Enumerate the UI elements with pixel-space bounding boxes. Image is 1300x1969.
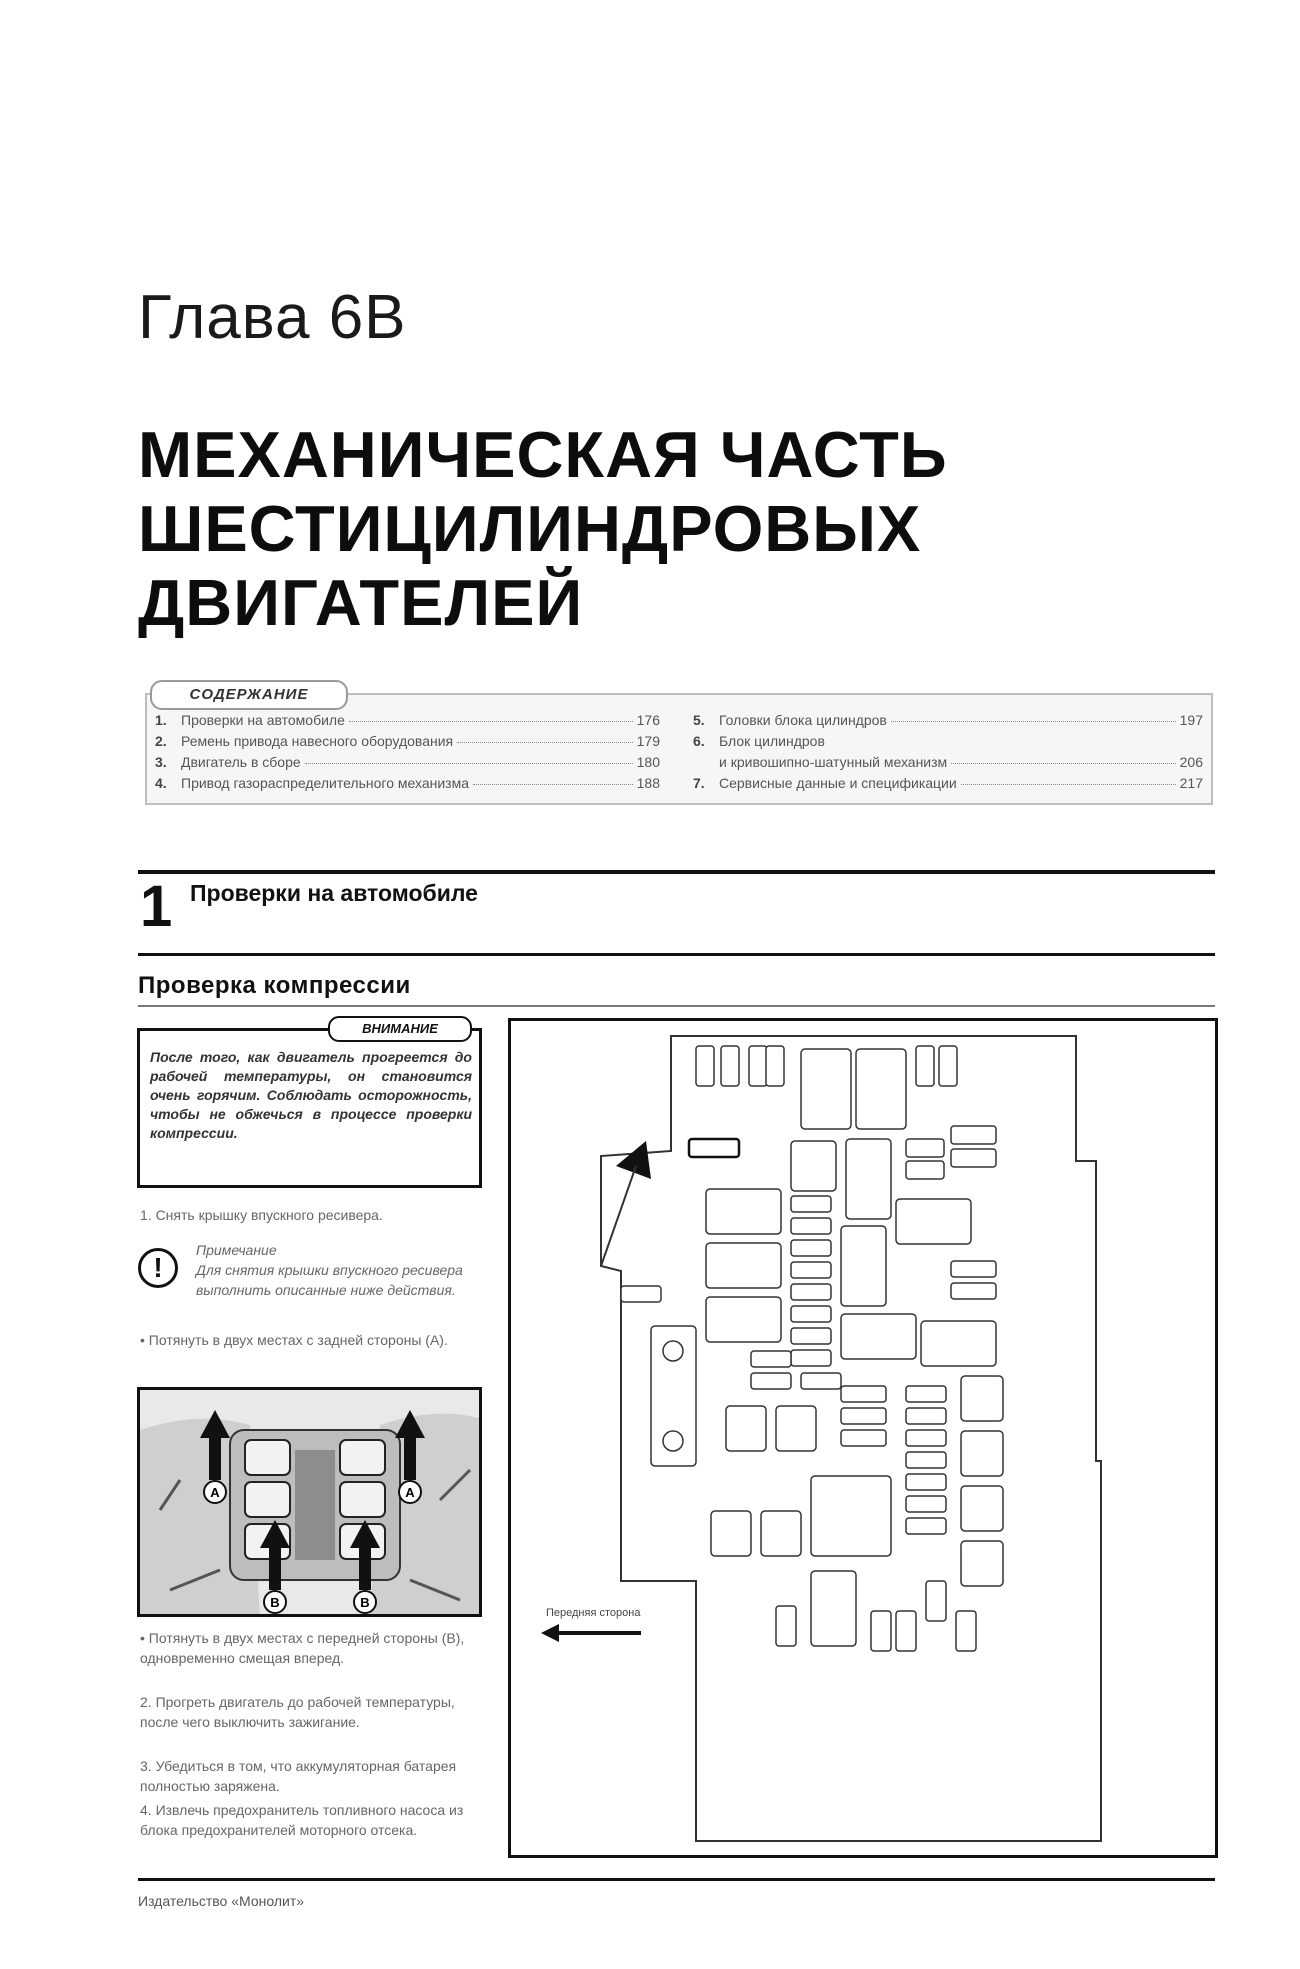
label-a: A [405,1485,415,1500]
toc-left-column: 1. Проверки на автомобиле 176 2. Ремень при… [155,712,660,796]
fuse-box-diagram: Передняя сторона [508,1018,1218,1858]
footer-rule [138,1878,1215,1881]
chapter-label: Глава 6В [138,283,407,352]
toc-item-text: Сервисные данные и спецификации [719,775,957,791]
subsection-title: Проверка компрессии [138,972,411,999]
section-number: 1 [140,874,173,939]
toc-item-page: 217 [1179,775,1203,791]
toc-leader [951,763,1176,764]
toc-leader [960,784,1176,785]
toc-item-page: 206 [1179,754,1203,770]
engine-photo: A A B B [137,1387,482,1617]
toc-item-number: 1. [155,712,167,728]
toc-item-number: 4. [155,775,167,791]
note: Примечание Для снятия крышки впускного р… [196,1240,486,1300]
chapter-title: МЕХАНИЧЕСКАЯ ЧАСТЬ ШЕСТИЦИЛИНДРОВЫХ ДВИГ… [138,418,948,640]
section-top-rule [138,870,1215,874]
title-line-1: МЕХАНИЧЕСКАЯ ЧАСТЬ [138,418,948,491]
toc-item-text: Привод газораспределительного механизма [181,775,470,791]
toc-item-text: Проверки на автомобиле [181,712,345,728]
toc-leader [304,763,633,764]
label-b: B [360,1595,369,1610]
toc-item-number: 3. [155,754,167,770]
toc-item[interactable]: 2. Ремень привода навесного оборудования 1… [155,733,660,754]
toc-item-text: и кривошипно-шатунный механизм [719,754,948,770]
toc-leader [890,721,1176,722]
toc-item[interactable]: 3. Двигатель в сборе 180 [155,754,660,775]
toc-leader [457,742,633,743]
warning-box [137,1028,482,1188]
step-3: 3. Убедиться в том, что аккумуляторная б… [140,1758,457,1794]
exclamation-icon: ! [138,1248,178,1288]
toc-item-text: Двигатель в сборе [181,754,301,770]
front-side-label: Передняя сторона [546,1607,641,1619]
toc-item-text: Головки блока цилиндров [719,712,887,728]
title-line-3: ДВИГАТЕЛЕЙ [138,566,584,639]
step-1: 1. Снять крышку впускного ресивера. [140,1207,383,1223]
toc-item-number: 6. [693,733,705,749]
section-bottom-rule [138,953,1215,956]
subsection-rule [138,1005,1215,1007]
table-of-contents [145,693,1213,805]
bullet-1: • Потянуть в двух местах с задней сторон… [140,1332,448,1348]
warning-tag: ВНИМАНИЕ [328,1016,472,1042]
toc-item-page: 180 [636,754,660,770]
note-label: Примечание [196,1242,277,1258]
fuse-box-drawing: Передняя сторона [541,1035,1102,1842]
toc-item-text: Ремень привода навесного оборудования [181,733,454,749]
label-a: A [210,1485,220,1500]
toc-item[interactable]: 1. Проверки на автомобиле 176 [155,712,660,733]
toc-item[interactable]: 4. Привод газораспределительного механизм… [155,775,660,796]
toc-item-text: Блок цилиндров [719,733,825,749]
bullet-2: • Потянуть в двух местах с передней стор… [140,1630,465,1666]
section-title: Проверки на автомобиле [190,880,478,906]
toc-item[interactable]: и кривошипно-шатунный механизм 206 [693,754,1203,775]
title-line-2: ШЕСТИЦИЛИНДРОВЫХ [138,492,922,565]
label-b: B [270,1595,279,1610]
toc-label: СОДЕРЖАНИЕ [150,680,348,710]
toc-right-column: 5. Головки блока цилиндров 197 6. Блок цили… [693,712,1203,796]
toc-item[interactable]: 5. Головки блока цилиндров 197 [693,712,1203,733]
toc-item-page: 188 [636,775,660,791]
note-text: Для снятия крышки впускного ресивера вып… [196,1262,463,1298]
toc-item-number: 7. [693,775,705,791]
toc-item-page: 197 [1179,712,1203,728]
step-4: 4. Извлечь предохранитель топливного нас… [140,1802,464,1838]
toc-item-number: 2. [155,733,167,749]
toc-item-page: 179 [636,733,660,749]
warning-text: После того, как двигатель прогреется до … [150,1049,472,1141]
toc-leader [473,784,633,785]
toc-item-page: 176 [636,712,660,728]
toc-item[interactable]: 6. Блок цилиндров [693,733,1203,754]
toc-item[interactable]: 7. Сервисные данные и спецификации 217 [693,775,1203,796]
toc-leader [348,721,633,722]
step-2: 2. Прогреть двигатель до рабочей темпера… [140,1694,455,1730]
publisher-footer: Издательство «Монолит» [138,1893,305,1909]
toc-item-number: 5. [693,712,705,728]
engine-cover-illustration: A A B B [140,1390,479,1614]
